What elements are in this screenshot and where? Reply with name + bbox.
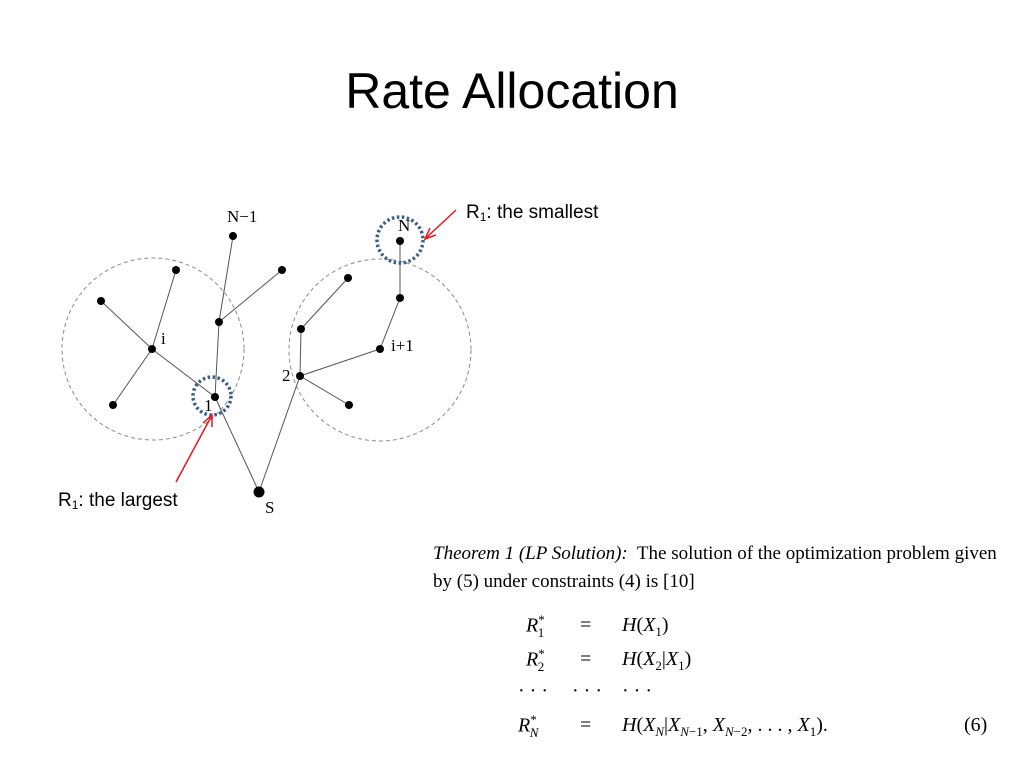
eq-dots-lhs: · · · bbox=[518, 680, 548, 702]
label-2: 2 bbox=[282, 366, 291, 385]
eq-dots-mid: · · · bbox=[572, 680, 602, 702]
node-n bbox=[396, 237, 404, 245]
eq-equals-n: = bbox=[580, 714, 592, 736]
callout-largest: R1: the largest bbox=[58, 490, 178, 512]
node-2 bbox=[296, 372, 304, 380]
eq-number: (6) bbox=[964, 714, 988, 736]
sink-node bbox=[253, 486, 265, 498]
node bbox=[344, 274, 352, 282]
cluster-right bbox=[288, 258, 472, 442]
node bbox=[215, 318, 223, 326]
label-i: i bbox=[161, 329, 166, 348]
node-i bbox=[148, 345, 156, 353]
label-n: N bbox=[398, 216, 410, 235]
node bbox=[172, 266, 180, 274]
theorem-text: Theorem 1 (LP Solution): The solution of… bbox=[433, 540, 998, 596]
highlight-node-1 bbox=[191, 375, 233, 417]
node-1 bbox=[211, 393, 219, 401]
node-i-plus-1 bbox=[376, 345, 384, 353]
arrow-smallest bbox=[423, 209, 457, 241]
eq-rhs-n: H(XN|XN−1, XN−2, . . . , X1). bbox=[622, 714, 828, 739]
eq-rhs-1: H(X1) bbox=[622, 614, 669, 639]
nodes bbox=[97, 232, 404, 498]
eq-lhs-n: R*N bbox=[518, 712, 539, 740]
label-i-plus-1: i+1 bbox=[391, 336, 414, 355]
eq-lhs-2: R*2 bbox=[526, 646, 545, 674]
label-n-minus-1: N−1 bbox=[227, 207, 257, 226]
arrow-largest bbox=[175, 413, 213, 483]
label-1: 1 bbox=[204, 396, 213, 415]
node bbox=[109, 401, 117, 409]
cluster-left bbox=[61, 257, 245, 441]
slide-title: Rate Allocation bbox=[345, 63, 679, 119]
edges bbox=[100, 235, 401, 493]
eq-equals-2: = bbox=[580, 648, 592, 670]
theorem-body: The solution of the optimization problem… bbox=[433, 543, 997, 592]
eq-equals-1: = bbox=[580, 614, 592, 636]
label-sink: S bbox=[265, 498, 274, 517]
node bbox=[97, 297, 105, 305]
callout-smallest: R1: the smallest bbox=[466, 202, 599, 224]
theorem-lead: Theorem 1 (LP Solution): bbox=[433, 543, 628, 564]
node bbox=[345, 401, 353, 409]
eq-rhs-2: H(X2|X1) bbox=[622, 648, 692, 673]
eq-lhs-1: R*1 bbox=[526, 612, 545, 640]
highlight-node-n bbox=[375, 215, 425, 265]
node bbox=[396, 294, 404, 302]
node bbox=[278, 266, 286, 274]
node bbox=[297, 325, 305, 333]
eq-dots-rhs: · · · bbox=[622, 680, 652, 702]
node-n-minus-1 bbox=[229, 232, 237, 240]
